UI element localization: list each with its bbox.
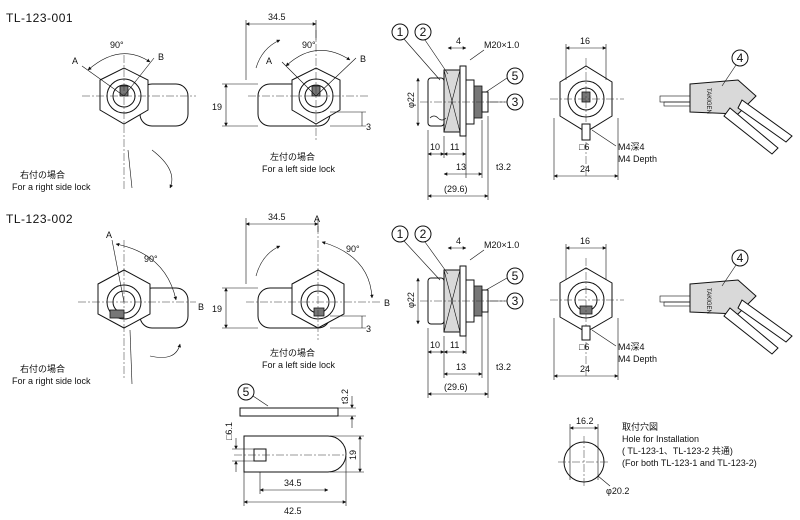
dim-thread: M20×1.0 <box>484 240 519 250</box>
dim-phi22: φ22 <box>406 292 416 308</box>
dim-34-5: 34.5 <box>268 12 286 22</box>
dim-t3-2: t3.2 <box>496 362 511 372</box>
angle-a-label: A <box>266 56 272 66</box>
model-title-002: TL-123-002 <box>6 212 73 226</box>
installation-common-en: (For both TL-123-1 and TL-123-2) <box>622 458 757 468</box>
cam-plate-detail: 5 t3.2 □6.1 19 34.5 42.5 <box>224 383 364 516</box>
dim-4: 4 <box>456 236 461 246</box>
dim-34-5: 34.5 <box>284 478 302 488</box>
angle-b-label: B <box>198 302 204 312</box>
angle-90-label: 90° <box>110 40 124 50</box>
dim-24: 24 <box>580 164 590 174</box>
key-marking: TAKIGEN <box>705 288 711 314</box>
dim-3: 3 <box>366 324 371 334</box>
dim-19: 19 <box>212 304 222 314</box>
dim-sq6: □6 <box>579 142 589 152</box>
dim-10: 10 <box>430 142 440 152</box>
right-side-caption-en: For a right side lock <box>12 376 91 386</box>
callout-5: 5 <box>243 385 250 399</box>
dim-sq6-1: □6.1 <box>224 422 234 440</box>
dim-29-6: (29.6) <box>444 382 468 392</box>
left-side-caption-jp: 左付の場合 <box>270 347 315 358</box>
angle-a-label: A <box>314 214 320 224</box>
dim-m4-en: M4 Depth <box>618 354 657 364</box>
model-title-001: TL-123-001 <box>6 11 73 25</box>
dim-phi20-2: φ20.2 <box>606 486 629 496</box>
dim-phi22: φ22 <box>406 92 416 108</box>
callout-5: 5 <box>512 269 519 283</box>
dim-16: 16 <box>580 236 590 246</box>
right-side-caption-jp: 右付の場合 <box>20 363 65 374</box>
callout-3: 3 <box>512 294 519 308</box>
left-side-caption-en: For a left side lock <box>262 164 336 174</box>
installation-title-en: Hole for Installation <box>622 434 699 444</box>
dim-42-5: 42.5 <box>284 506 302 516</box>
angle-90-label: 90° <box>302 40 316 50</box>
angle-a-label: A <box>72 56 78 66</box>
dim-m4-jp: M4深4 <box>618 342 645 352</box>
right-side-lock-view-002: 90° A B 右付の場合 For a right side lock <box>12 230 204 386</box>
left-side-lock-view-001: 34.5 19 3 90° A B 左付の場合 For a left side … <box>212 12 371 174</box>
dim-13: 13 <box>456 162 466 172</box>
installation-title-jp: 取付穴図 <box>622 421 658 432</box>
callout-3: 3 <box>512 95 519 109</box>
angle-b-label: B <box>360 54 366 64</box>
callout-5: 5 <box>512 69 519 83</box>
dim-16: 16 <box>580 36 590 46</box>
dim-24: 24 <box>580 364 590 374</box>
dim-29-6: (29.6) <box>444 184 468 194</box>
angle-b-label: B <box>158 52 164 62</box>
callout-4: 4 <box>737 51 744 65</box>
callout-4: 4 <box>737 251 744 265</box>
left-side-caption-en: For a left side lock <box>262 360 336 370</box>
dim-11: 11 <box>450 142 459 152</box>
dim-m4-en: M4 Depth <box>618 154 657 164</box>
right-side-caption-jp: 右付の場合 <box>20 169 65 180</box>
key-view-001: TAKIGEN 4 <box>659 49 793 155</box>
angle-b-label: B <box>384 298 390 308</box>
dim-10: 10 <box>430 340 440 350</box>
dim-19: 19 <box>212 102 222 112</box>
front-view-002: 16 □6 M4深4 M4 Depth 24 <box>550 236 657 380</box>
dim-11: 11 <box>450 340 459 350</box>
dim-34-5: 34.5 <box>268 212 286 222</box>
front-view-001: 16 □6 M4深4 M4 Depth 24 <box>550 36 657 180</box>
dim-t3-2: t3.2 <box>340 389 350 404</box>
dim-t3-2: t3.2 <box>496 162 511 172</box>
callout-1: 1 <box>397 25 404 39</box>
right-side-caption-en: For a right side lock <box>12 182 91 192</box>
angle-a-label: A <box>106 230 112 240</box>
dim-sq6: □6 <box>579 342 589 352</box>
key-marking: TAKIGEN <box>705 88 711 114</box>
right-side-lock-view-001: 90° A B 右付の場合 For a right side lock <box>12 40 196 192</box>
left-side-lock-view-002: 34.5 19 3 90° A B 左付の場合 For a left side … <box>212 212 390 370</box>
angle-90-label: 90° <box>346 244 360 254</box>
callout-2: 2 <box>420 25 427 39</box>
callout-1: 1 <box>397 227 404 241</box>
installation-common-jp: ( TL-123-1、TL-123-2 共通) <box>622 446 733 456</box>
dim-thread: M20×1.0 <box>484 40 519 50</box>
left-side-caption-jp: 左付の場合 <box>270 151 315 162</box>
dim-m4-jp: M4深4 <box>618 142 645 152</box>
side-section-view-002: 1 2 5 3 4 M20×1.0 φ22 10 11 13 t3.2 (29.… <box>391 225 524 398</box>
callout-2: 2 <box>420 227 427 241</box>
angle-90-label: 90° <box>144 254 158 264</box>
dim-13: 13 <box>456 362 466 372</box>
installation-hole-detail: 16.2 φ20.2 取付穴図 Hole for Installation ( … <box>558 416 757 496</box>
dim-19: 19 <box>348 450 358 460</box>
dim-3: 3 <box>366 122 371 132</box>
key-view-002: TAKIGEN 4 <box>659 249 793 355</box>
dim-4: 4 <box>456 36 461 46</box>
side-section-view-001: 1 2 5 3 4 M20×1.0 φ22 10 11 13 t3.2 (29.… <box>391 23 524 200</box>
dim-16-2: 16.2 <box>576 416 594 426</box>
